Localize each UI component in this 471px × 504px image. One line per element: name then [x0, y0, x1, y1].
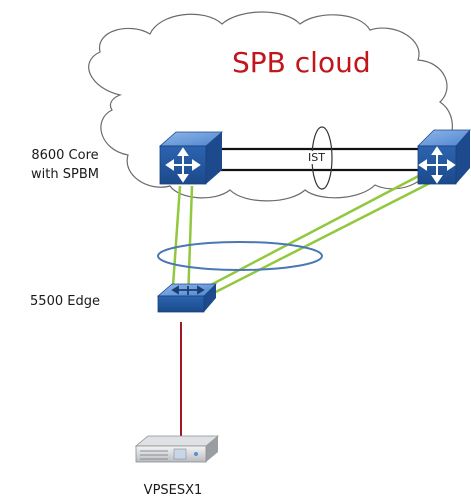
- core-switch-label: 8600 Core with SPBM: [10, 146, 120, 184]
- uplinks: [170, 168, 437, 304]
- switch-icon: [171, 285, 205, 295]
- spb-cloud: [88, 11, 453, 202]
- cloud-title: SPB cloud: [232, 46, 371, 79]
- ist-label: IST: [306, 151, 327, 164]
- server-label: VPSESX1: [143, 483, 203, 498]
- uplink-right-core-b: [195, 178, 437, 304]
- uplink-right-core-a: [181, 168, 431, 302]
- edge-switch: [156, 283, 217, 313]
- edge-switch-label: 5500 Edge: [30, 294, 100, 309]
- core-switch-right: [417, 129, 471, 185]
- core-switch-label-line2: with SPBM: [31, 167, 99, 182]
- uplink-left-core-a: [170, 185, 182, 301]
- server-icon: [134, 435, 220, 463]
- core-switch-label-line1: 8600 Core: [31, 148, 99, 163]
- switch-icon: [418, 146, 456, 184]
- lag-ring: [157, 241, 323, 271]
- core-switch-left: [158, 131, 224, 185]
- switch-icon: [165, 147, 201, 183]
- uplink-left-core-b: [186, 185, 194, 301]
